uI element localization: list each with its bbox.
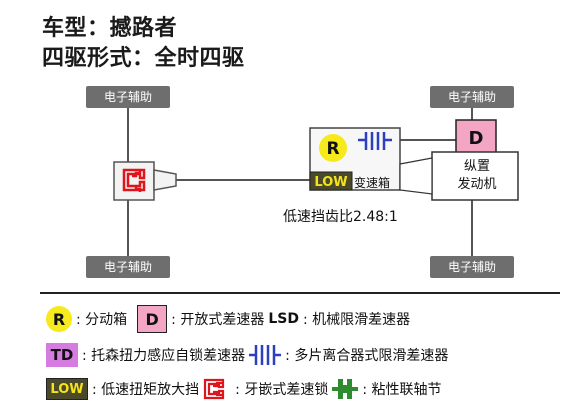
legend-lsd-symbol: LSD: [268, 311, 299, 327]
transmission-label: 变速箱: [354, 176, 391, 190]
legend-locking-diff-icon: [204, 378, 225, 400]
legend-torsen-badge: TD: [46, 343, 78, 367]
rear-right-wheel-label: 电子辅助: [430, 256, 514, 278]
legend-torsen-text: : 托森扭力感应自锁差速器: [82, 348, 246, 364]
legend-viscous-coupling-text: : 粘性联轴节: [362, 382, 442, 398]
drivetrain-diagram: R LOW D: [113, 96, 519, 262]
vehicle-model-title: 车型：撼路者: [42, 16, 178, 41]
engine-label: 纵置 发动机: [436, 158, 518, 194]
low-ratio-label: 低速挡齿比2.48:1: [283, 209, 398, 225]
legend-open-diff-badge: D: [137, 305, 168, 333]
low-range-badge: [309, 171, 353, 191]
legend-transfer-case-text: : 分动箱: [76, 312, 128, 328]
legend-locking-diff-text: : 牙嵌式差速锁: [235, 382, 329, 398]
legend-row-2: TD : 托森扭力感应自锁差速器 : 多片离合器式限滑差速器: [46, 340, 452, 370]
legend-divider: [40, 292, 560, 294]
legend-transfer-case-badge: R: [46, 306, 72, 332]
rear-diff-letter: D: [469, 128, 484, 149]
engine-box: [431, 151, 519, 201]
legend-row-1: R : 分动箱 D : 开放式差速器 LSD : 机械限滑差速器: [46, 304, 414, 334]
transfer-case-badge-letter: R: [326, 139, 339, 159]
engine-label-line1: 纵置: [463, 159, 490, 174]
front-right-wheel-label: 电子辅助: [430, 86, 514, 108]
multiplate-clutch-icon: [358, 132, 392, 150]
transfer-case-badge: [319, 134, 347, 162]
legend-row-3: LOW : 低速扭矩放大挡 : 牙嵌式差速锁 : 粘性联轴节: [46, 374, 446, 404]
front-left-wheel-label: 电子辅助: [86, 86, 170, 108]
engine-label-line2: 发动机: [457, 177, 497, 192]
low-range-badge-text: LOW: [314, 175, 347, 190]
legend-low-badge: LOW: [46, 378, 88, 400]
rear-open-differential: [455, 119, 497, 155]
legend-lsd-text: : 机械限滑差速器: [302, 312, 411, 328]
legend-open-diff-text: : 开放式差速器: [171, 312, 265, 328]
rear-left-wheel-label: 电子辅助: [86, 256, 170, 278]
locking-diff-icon: [122, 168, 146, 192]
legend-low-text: : 低速扭矩放大挡: [92, 382, 200, 398]
legend-multiplate-text: : 多片离合器式限滑差速器: [285, 348, 449, 364]
center-locking-differential: [113, 161, 177, 201]
legend-viscous-coupling-icon: [332, 379, 359, 399]
legend-multiplate-icon: [249, 345, 282, 365]
drive-type-title: 四驱形式：全时四驱: [42, 46, 245, 71]
